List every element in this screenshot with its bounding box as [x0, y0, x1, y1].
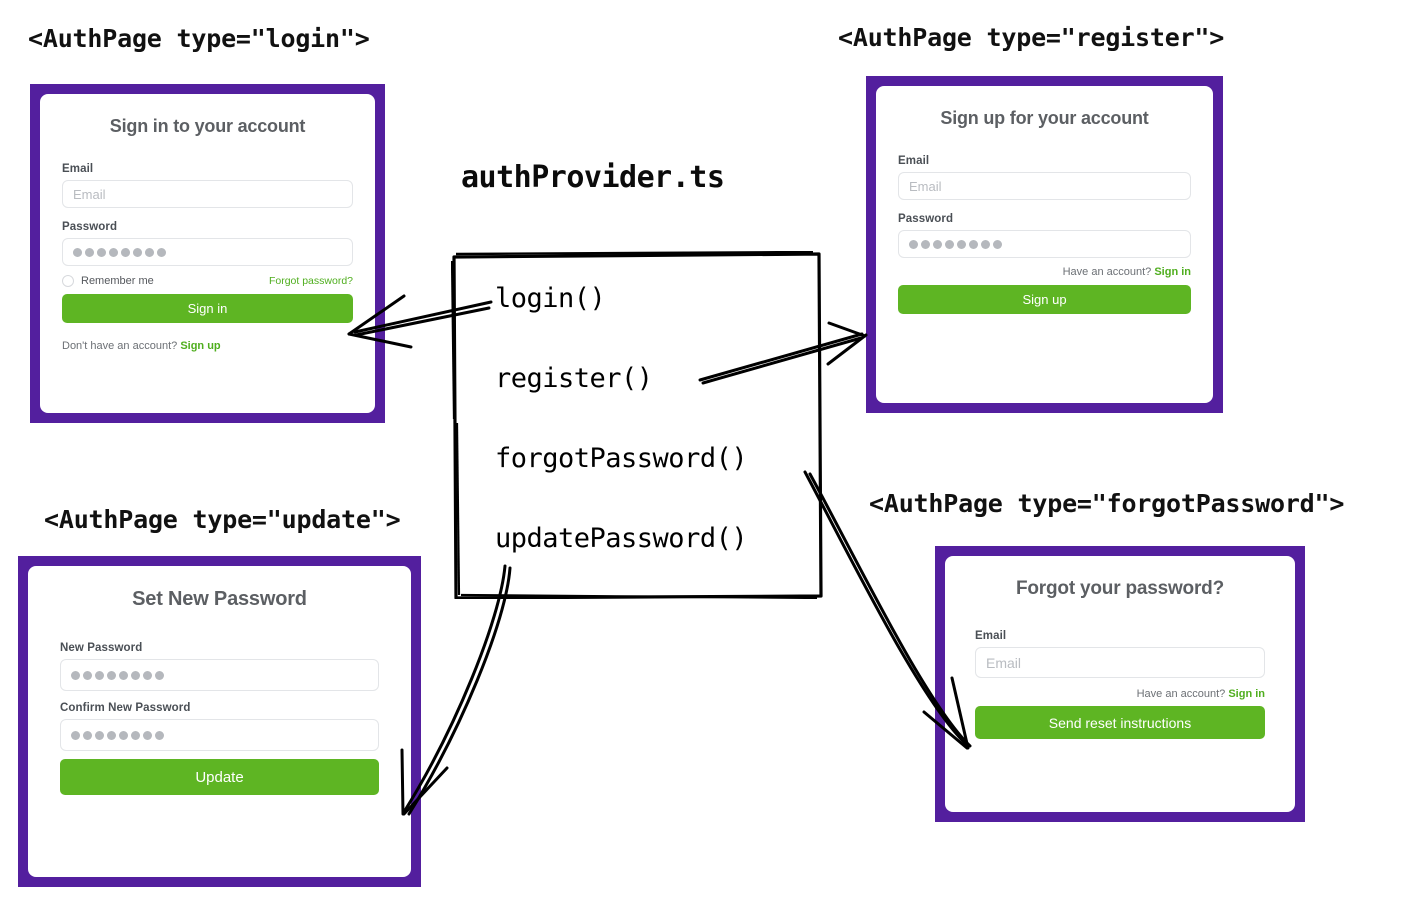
- auth-provider-box: login() register() forgotPassword() upda…: [451, 251, 823, 599]
- register-email-input[interactable]: Email: [898, 172, 1191, 200]
- update-card-update-button[interactable]: Update: [60, 759, 379, 795]
- forgot-card-body: Forgot your password? Email Email Have a…: [945, 556, 1295, 812]
- update-card-annotation: <AuthPage type="update">: [44, 505, 401, 534]
- login-email-input[interactable]: Email: [62, 180, 353, 208]
- update-new-password-input[interactable]: [60, 659, 379, 691]
- update-card-title: Set New Password: [132, 588, 307, 610]
- forgot-have-account-row: Have an account? Sign in: [975, 688, 1265, 700]
- register-have-account-row: Have an account? Sign in: [898, 266, 1191, 278]
- register-password-label: Password: [898, 213, 954, 225]
- update-auth-card: Set New Password New Password Confirm Ne…: [18, 556, 421, 887]
- login-remember-label: Remember me: [81, 275, 154, 287]
- forgot-email-placeholder: Email: [986, 654, 1022, 671]
- forgot-card-annotation: <AuthPage type="forgotPassword">: [869, 489, 1345, 518]
- login-password-label: Password: [62, 221, 118, 233]
- login-forgot-password-link[interactable]: Forgot password?: [268, 275, 353, 287]
- provider-function-list: login() register() forgotPassword() upda…: [495, 279, 825, 599]
- checkbox-icon[interactable]: [62, 275, 74, 287]
- provider-function-login: login(): [495, 283, 606, 314]
- login-card-title: Sign in to your account: [109, 116, 306, 136]
- register-signin-link[interactable]: Sign in: [1154, 266, 1191, 278]
- update-confirm-password-input[interactable]: [60, 719, 379, 751]
- login-password-input[interactable]: [62, 238, 353, 266]
- provider-function-register: register(): [495, 363, 653, 394]
- register-password-masked-value: [909, 239, 1002, 249]
- forgot-card-send-button[interactable]: Send reset instructions: [975, 706, 1265, 739]
- login-footer: Don't have an account? Sign up: [62, 340, 353, 352]
- login-card-body: Sign in to your account Email Email Pass…: [40, 94, 375, 413]
- provider-file-title: authProvider.ts: [461, 160, 725, 195]
- register-email-placeholder: Email: [909, 178, 942, 194]
- forgot-auth-card: Forgot your password? Email Email Have a…: [935, 546, 1305, 822]
- provider-function-update-password: updatePassword(): [495, 523, 748, 554]
- forgot-have-account-text: Have an account?: [1136, 688, 1226, 700]
- update-confirm-password-masked-value: [71, 730, 164, 740]
- register-have-account-text: Have an account?: [1062, 266, 1152, 278]
- provider-function-forgot-password: forgotPassword(): [495, 443, 748, 474]
- register-card-annotation: <AuthPage type="register">: [838, 23, 1225, 52]
- forgot-email-input[interactable]: Email: [975, 647, 1265, 678]
- update-new-password-masked-value: [71, 670, 164, 680]
- register-email-label: Email: [898, 155, 930, 167]
- forgot-signin-link[interactable]: Sign in: [1228, 688, 1265, 700]
- login-card-annotation: <AuthPage type="login">: [28, 24, 370, 53]
- update-confirm-password-label: Confirm New Password: [60, 702, 191, 714]
- register-password-input[interactable]: [898, 230, 1191, 258]
- login-password-masked-value: [73, 247, 166, 257]
- login-email-label: Email: [62, 163, 94, 175]
- register-card-signup-button[interactable]: Sign up: [898, 285, 1191, 314]
- login-footer-signup-link[interactable]: Sign up: [180, 340, 221, 352]
- login-card-signin-button[interactable]: Sign in: [62, 294, 353, 323]
- register-card-title: Sign up for your account: [940, 108, 1149, 128]
- login-footer-text: Don't have an account?: [62, 340, 178, 352]
- login-options-row: Remember me Forgot password?: [62, 275, 353, 287]
- update-card-body: Set New Password New Password Confirm Ne…: [28, 566, 411, 877]
- forgot-email-label: Email: [975, 630, 1007, 642]
- register-auth-card: Sign up for your account Email Email Pas…: [866, 76, 1223, 413]
- login-auth-card: Sign in to your account Email Email Pass…: [30, 84, 385, 423]
- register-card-body: Sign up for your account Email Email Pas…: [876, 86, 1213, 403]
- login-email-placeholder: Email: [73, 186, 106, 202]
- forgot-card-title: Forgot your password?: [1016, 578, 1224, 599]
- login-remember-me[interactable]: Remember me: [62, 275, 154, 287]
- update-new-password-label: New Password: [60, 642, 143, 654]
